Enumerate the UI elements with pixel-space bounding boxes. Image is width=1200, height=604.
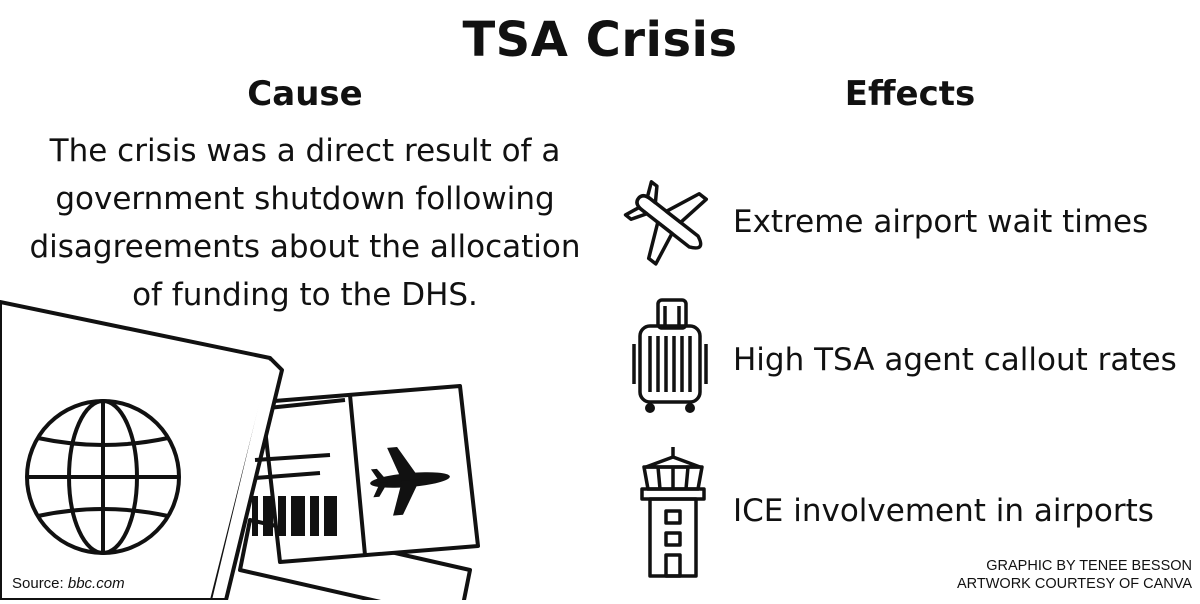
- source-note: Source: bbc.com: [12, 575, 125, 592]
- airplane-icon: [370, 447, 450, 516]
- cause-heading: Cause: [247, 74, 363, 114]
- cause-line: The crisis was a direct result of a: [49, 133, 561, 169]
- credit-artwork: ARTWORK COURTESY OF CANVA: [957, 576, 1192, 592]
- source-prefix: Source:: [12, 575, 68, 592]
- barcode-icon: [252, 496, 337, 536]
- effect-item-wait-times: Extreme airport wait times: [733, 204, 1149, 240]
- cause-line: disagreements about the allocation: [29, 229, 581, 265]
- cause-line: of funding to the DHS.: [132, 277, 478, 313]
- source-site: bbc.com: [67, 575, 125, 592]
- credits: GRAPHIC BY TENEE BESSON ARTWORK COURTESY…: [957, 557, 1192, 593]
- credit-graphic: GRAPHIC BY TENEE BESSON: [986, 558, 1192, 574]
- passport-icon: [0, 300, 284, 602]
- effect-item-ice-involvement: ICE involvement in airports: [733, 493, 1154, 529]
- control-tower-icon: [628, 445, 718, 580]
- globe-icon: [25, 399, 181, 555]
- cause-description: The crisis was a direct result of a gove…: [8, 127, 602, 319]
- luggage-icon: [630, 296, 710, 416]
- cause-line: government shutdown following: [55, 181, 555, 217]
- airplane-icon: [620, 178, 720, 268]
- effects-heading: Effects: [844, 74, 976, 114]
- passport-artwork: [0, 300, 500, 604]
- page-title: TSA Crisis: [462, 12, 738, 68]
- effect-item-callout-rates: High TSA agent callout rates: [733, 342, 1177, 378]
